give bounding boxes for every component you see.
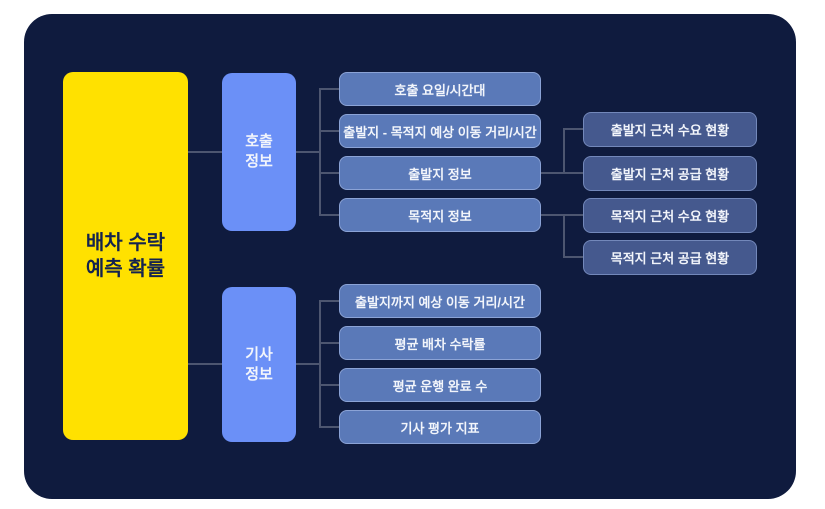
- leaf-node-destination-supply: 목적지 근처 공급 현황: [583, 240, 757, 275]
- group-node-driver-info: 기사 정보: [222, 287, 296, 442]
- feature-node-destination-info: 목적지 정보: [339, 198, 541, 232]
- connector-line: [296, 151, 320, 153]
- connector-line: [188, 363, 222, 365]
- feature-node-trip-distance: 출발지 - 목적지 예상 이동 거리/시간: [339, 114, 541, 148]
- diagram-panel: 배차 수락 예측 확률 호출 정보 기사 정보 호출 요일/시간대 출발지 - …: [24, 14, 796, 499]
- connector-line: [564, 172, 583, 174]
- feature-node-driver-rating: 기사 평가 지표: [339, 410, 541, 444]
- group-call-line1: 호출: [245, 133, 273, 150]
- group-driver-line2: 정보: [245, 365, 273, 383]
- group-driver-label: 기사 정보: [245, 345, 273, 385]
- feature-node-call-daytime: 호출 요일/시간대: [339, 72, 541, 106]
- connector-line: [320, 172, 339, 174]
- group-node-call-info: 호출 정보: [222, 73, 296, 231]
- leaf-node-origin-demand: 출발지 근처 수요 현황: [583, 112, 757, 147]
- connector-line: [319, 300, 321, 428]
- root-label-line2: 예측 확률: [85, 258, 166, 280]
- feature-node-origin-info: 출발지 정보: [339, 156, 541, 190]
- connector-line: [320, 384, 339, 386]
- connector-line: [541, 214, 564, 216]
- connector-line: [188, 151, 222, 153]
- connector-line: [320, 426, 339, 428]
- group-call-label: 호출 정보: [245, 132, 273, 172]
- feature-node-avg-accept-rate: 평균 배차 수락률: [339, 326, 541, 360]
- feature-node-avg-trips: 평균 운행 완료 수: [339, 368, 541, 402]
- group-driver-line1: 기사: [245, 345, 273, 363]
- connector-line: [564, 128, 583, 130]
- connector-line: [320, 130, 339, 132]
- connector-line: [564, 256, 583, 258]
- connector-line: [563, 214, 565, 258]
- connector-line: [320, 300, 339, 302]
- connector-line: [320, 214, 339, 216]
- connector-line: [296, 363, 320, 365]
- connector-line: [564, 214, 583, 216]
- feature-node-pickup-distance: 출발지까지 예상 이동 거리/시간: [339, 284, 541, 318]
- root-node: 배차 수락 예측 확률: [63, 72, 188, 440]
- root-label-line1: 배차 수락: [85, 232, 166, 254]
- connector-line: [320, 88, 339, 90]
- connector-line: [563, 128, 565, 174]
- connector-line: [320, 342, 339, 344]
- root-node-label: 배차 수락 예측 확률: [86, 230, 165, 282]
- leaf-node-destination-demand: 목적지 근처 수요 현황: [583, 198, 757, 233]
- connector-line: [319, 88, 321, 216]
- leaf-node-origin-supply: 출발지 근처 공급 현황: [583, 156, 757, 191]
- group-call-line2: 정보: [245, 153, 273, 170]
- connector-line: [541, 172, 564, 174]
